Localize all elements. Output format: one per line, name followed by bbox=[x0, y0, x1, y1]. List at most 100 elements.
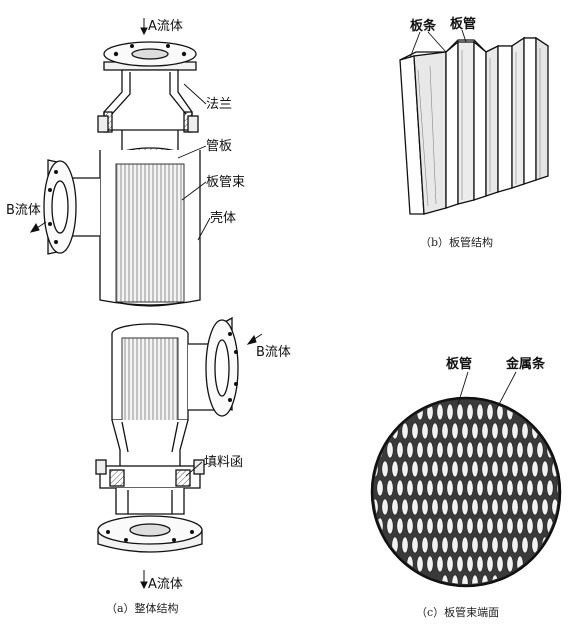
bundle-tube-oval bbox=[436, 517, 444, 535]
bundle-tube-oval bbox=[456, 555, 464, 573]
bundle-tube-oval bbox=[451, 498, 459, 516]
bundle-tube-oval bbox=[466, 479, 474, 497]
bundle-tube-oval bbox=[511, 422, 519, 440]
bundle-tube-oval bbox=[441, 422, 449, 440]
label-b-right: B流体 bbox=[256, 345, 291, 360]
flow-arrows bbox=[29, 18, 263, 590]
bundle-tube-oval bbox=[516, 441, 524, 459]
bundle-tube-oval bbox=[401, 460, 409, 478]
bundle-tube-oval bbox=[456, 441, 464, 459]
bundle-tube-oval bbox=[516, 517, 524, 535]
bundle-tube-oval bbox=[481, 498, 489, 516]
bundle-tube-oval bbox=[461, 460, 469, 478]
bundle-tube-oval bbox=[456, 517, 464, 535]
label-plate-tube-c: 板管 bbox=[446, 356, 472, 372]
bundle-tube-oval bbox=[416, 441, 424, 459]
bundle-tube-oval bbox=[461, 574, 469, 584]
bundle-tube-oval bbox=[391, 498, 399, 516]
bundle-tube-oval bbox=[471, 460, 479, 478]
label-plate-tube-b: 板管 bbox=[450, 16, 476, 32]
label-shell: 壳体 bbox=[210, 211, 236, 226]
bundle-tube-oval bbox=[386, 441, 394, 459]
bundle-tube-oval bbox=[381, 498, 389, 516]
bundle-tube-oval bbox=[476, 555, 484, 573]
caption-a: （a）整体结构 bbox=[106, 601, 179, 615]
bundle-tube-oval bbox=[396, 479, 404, 497]
bundle-tube-oval bbox=[486, 441, 494, 459]
bundle-tube-oval bbox=[501, 460, 509, 478]
bundle-tube-oval bbox=[446, 555, 454, 573]
label-a-top: A流体 bbox=[148, 19, 183, 34]
bundle-tube-oval bbox=[526, 441, 534, 459]
bundle-tube-oval bbox=[466, 517, 474, 535]
bundle-tube-oval bbox=[476, 441, 484, 459]
bundle-tube-oval bbox=[486, 555, 494, 573]
label-metal-strip: 金属条 bbox=[505, 356, 546, 372]
plate-tube-panel bbox=[399, 29, 550, 215]
bundle-tube-oval bbox=[421, 498, 429, 516]
bundle-tube-oval bbox=[556, 479, 558, 497]
bundle-tube-oval bbox=[466, 555, 474, 573]
bundle-tube-oval bbox=[496, 555, 504, 573]
bundle-tube-oval bbox=[406, 517, 414, 535]
bundle-tube-oval bbox=[521, 498, 529, 516]
bundle-tube-oval bbox=[531, 498, 539, 516]
bundle-tube-oval bbox=[516, 479, 524, 497]
bundle-tube-oval bbox=[461, 536, 469, 554]
bundle-tube-oval bbox=[421, 460, 429, 478]
bundle-tube-oval bbox=[401, 536, 409, 554]
bundle-tube-oval bbox=[506, 517, 514, 535]
bundle-tube-oval bbox=[461, 422, 469, 440]
bundle-tube-oval bbox=[376, 479, 384, 497]
bundle-tube-oval bbox=[501, 422, 509, 440]
bundle-tube-oval bbox=[401, 498, 409, 516]
label-tube-sheet: 管板 bbox=[206, 139, 232, 154]
bundle-tube-oval bbox=[431, 498, 439, 516]
packing-box bbox=[95, 459, 205, 489]
bundle-tube-oval bbox=[481, 460, 489, 478]
bundle-tube-oval bbox=[411, 460, 419, 478]
bundle-tube-oval bbox=[421, 422, 429, 440]
bundle-tube-oval bbox=[481, 536, 489, 554]
bundle-tube-oval bbox=[451, 422, 459, 440]
bundle-tube-oval bbox=[456, 403, 464, 421]
bundle-tube-oval bbox=[456, 479, 464, 497]
bundle-tube-oval bbox=[526, 517, 534, 535]
bundle-tube-oval bbox=[451, 574, 459, 584]
lower-exchanger-section bbox=[95, 316, 239, 553]
bundle-tube-oval bbox=[486, 517, 494, 535]
bundle-tube-oval bbox=[441, 536, 449, 554]
bundle-tube-oval bbox=[491, 422, 499, 440]
bundle-tube-oval bbox=[406, 441, 414, 459]
bundle-tube-oval bbox=[541, 498, 549, 516]
bundle-tube-oval bbox=[496, 479, 504, 497]
bundle-tube-oval bbox=[506, 479, 514, 497]
label-b-left: B流体 bbox=[6, 203, 41, 218]
bundle-tube-oval bbox=[416, 479, 424, 497]
bundle-tube-oval bbox=[521, 422, 529, 440]
bundle-tube-oval bbox=[406, 479, 414, 497]
bundle-tube-oval bbox=[451, 460, 459, 478]
bundle-tube-oval bbox=[446, 479, 454, 497]
bundle-tube-oval bbox=[426, 441, 434, 459]
bundle-tube-oval bbox=[401, 422, 409, 440]
bundle-tube-oval bbox=[466, 441, 474, 459]
bundle-tube-oval bbox=[411, 498, 419, 516]
bundle-tube-oval bbox=[411, 422, 419, 440]
bundle-end-face bbox=[370, 371, 562, 588]
bundle-tube-oval bbox=[506, 441, 514, 459]
bundle-tube-oval bbox=[436, 441, 444, 459]
bundle-tube-oval bbox=[531, 460, 539, 478]
bundle-tube-oval bbox=[426, 517, 434, 535]
bundle-tube-oval bbox=[431, 460, 439, 478]
bundle-tube-oval bbox=[446, 403, 454, 421]
leader-lines-a bbox=[177, 83, 211, 477]
bundle-tube-oval bbox=[546, 479, 554, 497]
caption-b: （b）板管结构 bbox=[420, 235, 493, 249]
bundle-tube-oval bbox=[541, 460, 549, 478]
bundle-tube-oval bbox=[431, 536, 439, 554]
bundle-tube-oval bbox=[416, 555, 424, 573]
bundle-tube-oval bbox=[386, 517, 394, 535]
plate-bundle bbox=[115, 163, 185, 303]
